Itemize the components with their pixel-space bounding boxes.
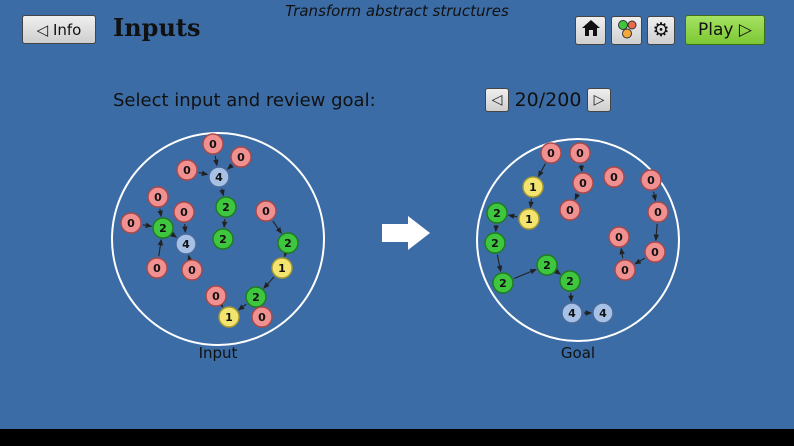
home-button[interactable] bbox=[575, 16, 606, 45]
pager-value: 20/200 bbox=[514, 89, 582, 111]
svg-text:2: 2 bbox=[219, 233, 227, 246]
svg-text:0: 0 bbox=[647, 174, 655, 187]
svg-text:2: 2 bbox=[566, 275, 574, 288]
levels-button[interactable] bbox=[611, 16, 642, 45]
svg-text:0: 0 bbox=[621, 264, 629, 277]
svg-text:4: 4 bbox=[215, 171, 223, 184]
svg-text:0: 0 bbox=[212, 290, 220, 303]
svg-text:2: 2 bbox=[284, 237, 292, 250]
svg-text:2: 2 bbox=[491, 237, 499, 250]
settings-button[interactable]: ⚙ bbox=[647, 16, 675, 45]
svg-text:0: 0 bbox=[547, 147, 555, 160]
svg-text:0: 0 bbox=[258, 311, 266, 324]
svg-text:1: 1 bbox=[278, 262, 286, 275]
svg-text:0: 0 bbox=[654, 206, 662, 219]
home-icon bbox=[581, 20, 600, 41]
bottom-bar bbox=[0, 429, 794, 446]
pager-next-button[interactable]: ▷ bbox=[587, 88, 611, 112]
svg-text:0: 0 bbox=[180, 206, 188, 219]
svg-text:0: 0 bbox=[576, 147, 584, 160]
goal-caption: Goal bbox=[560, 344, 596, 362]
page-title: Inputs bbox=[113, 13, 201, 42]
svg-text:0: 0 bbox=[188, 264, 196, 277]
svg-text:2: 2 bbox=[252, 291, 260, 304]
svg-text:0: 0 bbox=[262, 205, 270, 218]
svg-text:1: 1 bbox=[529, 181, 537, 194]
gear-icon: ⚙ bbox=[652, 19, 670, 41]
svg-text:0: 0 bbox=[209, 138, 217, 151]
svg-text:4: 4 bbox=[568, 307, 576, 320]
info-button[interactable]: ◁ Info bbox=[22, 15, 96, 44]
svg-text:0: 0 bbox=[579, 177, 587, 190]
svg-text:2: 2 bbox=[543, 259, 551, 272]
goal-graph: 0 0 1 0 0 0 2 1 0 0 2 0 2 0 2 2 0 4 4 bbox=[476, 138, 680, 342]
svg-text:1: 1 bbox=[525, 213, 533, 226]
svg-text:2: 2 bbox=[493, 207, 501, 220]
svg-text:2: 2 bbox=[222, 201, 230, 214]
app-subtitle: Transform abstract structures bbox=[285, 2, 509, 20]
svg-text:0: 0 bbox=[153, 262, 161, 275]
svg-text:0: 0 bbox=[183, 164, 191, 177]
svg-text:0: 0 bbox=[237, 151, 245, 164]
svg-text:1: 1 bbox=[225, 311, 233, 324]
pager-prev-button[interactable]: ◁ bbox=[485, 88, 509, 112]
svg-text:0: 0 bbox=[127, 217, 135, 230]
svg-text:4: 4 bbox=[182, 238, 190, 251]
svg-text:0: 0 bbox=[615, 231, 623, 244]
transform-arrow-icon bbox=[382, 216, 430, 254]
play-button[interactable]: Play ▷ bbox=[685, 15, 765, 45]
svg-text:0: 0 bbox=[566, 204, 574, 217]
svg-text:4: 4 bbox=[599, 307, 607, 320]
svg-text:0: 0 bbox=[154, 191, 162, 204]
colored-circles-icon bbox=[617, 19, 637, 43]
svg-text:0: 0 bbox=[610, 171, 618, 184]
instruction-text: Select input and review goal: bbox=[113, 90, 376, 111]
svg-text:2: 2 bbox=[159, 222, 167, 235]
input-caption: Input bbox=[198, 344, 238, 362]
svg-text:0: 0 bbox=[651, 246, 659, 259]
svg-text:2: 2 bbox=[499, 277, 507, 290]
